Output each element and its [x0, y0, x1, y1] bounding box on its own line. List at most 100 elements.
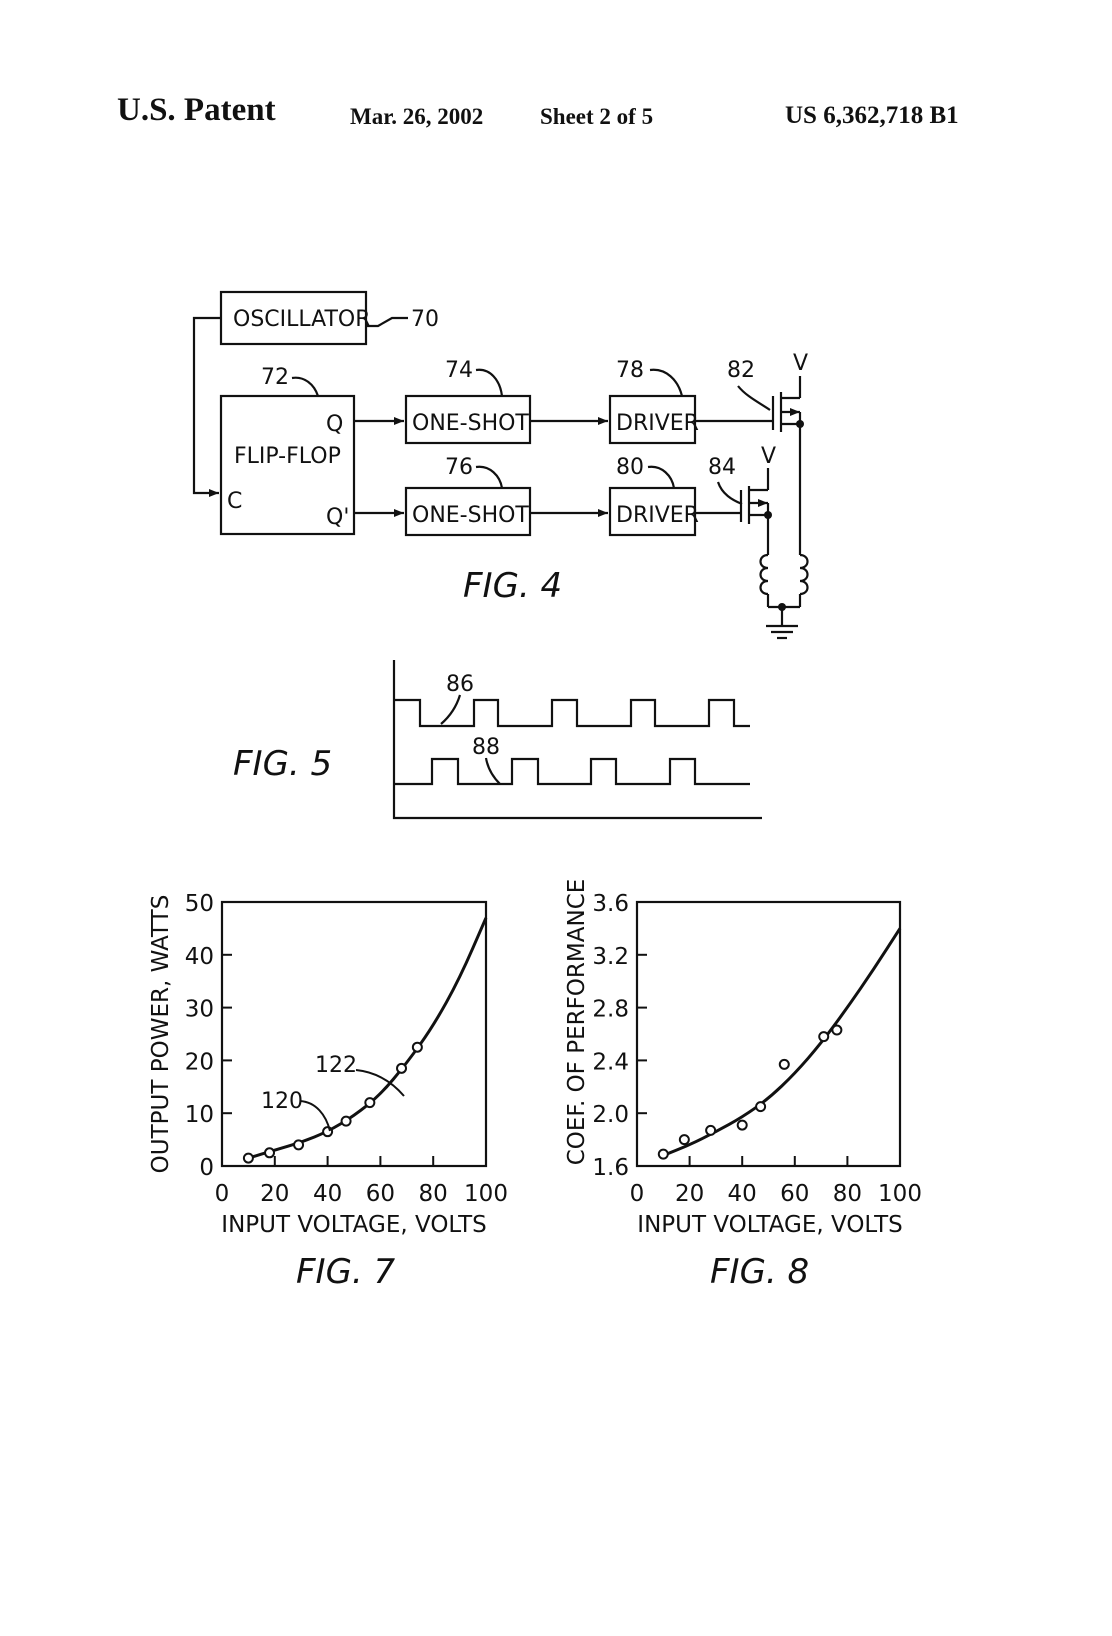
fig4-block-diagram — [192, 290, 809, 640]
fig5-caption: FIG. 5 — [233, 744, 332, 784]
fig8-data-point — [778, 1058, 790, 1070]
osc-to-clock-wire — [192, 316, 221, 497]
fig7-x-tick-label: 100 — [464, 1181, 508, 1207]
fig7-y-tick-label: 30 — [185, 997, 214, 1023]
ref120-leader — [299, 1100, 331, 1132]
fig7-x-tick-label: 60 — [366, 1181, 395, 1207]
fig7-y-tick-label: 20 — [185, 1049, 214, 1075]
mosfet-84 — [695, 468, 770, 524]
fig7-x-tick-label: 0 — [215, 1181, 230, 1207]
fig8-y-tick-label: 2.0 — [592, 1102, 629, 1128]
fet-top-ref: 82 — [727, 358, 755, 383]
mosfet-82 — [695, 376, 802, 432]
flipflop-qbar-label: Q' — [326, 505, 349, 530]
oscillator-label: OSCILLATOR — [233, 307, 371, 332]
fig7-y-tick-label: 10 — [185, 1102, 214, 1128]
driver-top-label: DRIVER — [616, 411, 699, 436]
fig7-x-tick-label: 20 — [260, 1181, 289, 1207]
ref70-leader — [366, 316, 408, 328]
fig7-point-ref: 120 — [261, 1089, 303, 1114]
v-bottom-label: V — [761, 444, 776, 469]
driver-top-ref: 78 — [616, 358, 644, 383]
flipflop-q-label: Q — [326, 412, 343, 437]
fig7-data-point — [264, 1147, 276, 1159]
fig8-ylabel: COEF. OF PERFORMANCE — [564, 879, 590, 1166]
fig8-data-point — [657, 1148, 669, 1160]
coil-left — [759, 553, 769, 596]
fig8-x-tick-label: 20 — [675, 1181, 704, 1207]
fig8-chart: 0 20 40 60 80 100 1.6 2.0 2.4 2.8 3.2 3.6 — [592, 891, 922, 1207]
oscillator-ref: 70 — [411, 307, 439, 332]
fig8-fit-curve — [662, 927, 902, 1157]
fig4-labels: OSCILLATOR 70 72 Q FLIP-FLOP C Q' 74 ONE… — [227, 307, 808, 606]
fig8-x-tick-label: 80 — [833, 1181, 862, 1207]
fig7-curve-ref: 122 — [315, 1053, 357, 1078]
ref84-leader — [716, 481, 743, 506]
oneshot-bottom-ref: 76 — [445, 455, 473, 480]
waveform-88 — [394, 757, 750, 786]
fig8-y-tick-label: 2.4 — [592, 1049, 629, 1075]
fig4-caption: FIG. 4 — [463, 566, 562, 606]
fig7-data-point — [322, 1126, 334, 1138]
flipflop-ref: 72 — [261, 365, 289, 390]
flipflop-c-label: C — [227, 489, 242, 514]
header-title: U.S. Patent — [117, 92, 276, 128]
fig8-x-tick-label: 40 — [728, 1181, 757, 1207]
fig8-data-point — [736, 1119, 748, 1131]
fig7-data-point — [242, 1152, 254, 1164]
ref80-leader — [647, 465, 676, 489]
oneshot-top-ref: 74 — [445, 358, 473, 383]
header-patent-number: US 6,362,718 B1 — [785, 102, 959, 129]
fig7-data-point — [340, 1115, 352, 1127]
ref76-leader — [475, 465, 504, 489]
fig8-y-tick-label: 2.8 — [592, 997, 629, 1023]
header-date: Mar. 26, 2002 — [350, 104, 484, 129]
fig7-data-point — [396, 1062, 408, 1074]
oneshot-top-label: ONE-SHOT — [412, 411, 529, 436]
fig7-fit-curve — [247, 917, 488, 1160]
fig8-plot-frame — [635, 900, 902, 1168]
fig8-x-tick-label: 0 — [630, 1181, 645, 1207]
flipflop-label: FLIP-FLOP — [234, 444, 341, 469]
coil-right — [799, 553, 809, 596]
fig8-x-tick-label: 100 — [878, 1181, 922, 1207]
wave1-ref: 86 — [446, 672, 474, 697]
fig8-data-point — [678, 1134, 690, 1146]
fig8-y-tick-label: 1.6 — [592, 1155, 629, 1181]
fig5-timing-diagram — [392, 660, 762, 820]
fig5-axes — [392, 660, 762, 820]
driver-bottom-label: DRIVER — [616, 503, 699, 528]
driver-bottom-ref: 80 — [616, 455, 644, 480]
fig7-x-tick-label: 40 — [313, 1181, 342, 1207]
ref82-leader — [737, 385, 771, 411]
ref72-leader — [291, 376, 320, 397]
oneshot-bottom-box — [404, 486, 532, 537]
ref122-leader — [355, 1069, 405, 1097]
waveform-86 — [394, 698, 750, 728]
fig8-x-tick-label: 60 — [780, 1181, 809, 1207]
ref78-leader — [649, 368, 684, 397]
fig4-junctions — [764, 420, 804, 611]
fig7-y-tick-label: 0 — [199, 1155, 214, 1181]
fig8-y-tick-label: 3.6 — [592, 891, 629, 917]
fig8-xlabel: INPUT VOLTAGE, VOLTS — [637, 1212, 902, 1238]
fig8-data-point — [818, 1031, 830, 1043]
fig8-y-tick-label: 3.2 — [592, 944, 629, 970]
flipflop-box — [219, 394, 356, 536]
fig7-y-tick-label: 40 — [185, 944, 214, 970]
oneshot-top-box — [404, 394, 532, 445]
oneshot-bottom-label: ONE-SHOT — [412, 503, 529, 528]
fig7-xlabel: INPUT VOLTAGE, VOLTS — [221, 1212, 486, 1238]
fig7-caption: FIG. 7 — [296, 1252, 396, 1292]
header-sheet: Sheet 2 of 5 — [540, 104, 654, 129]
fig7-x-tick-label: 80 — [419, 1181, 448, 1207]
fig8-data-point — [755, 1101, 767, 1113]
ref88-leader — [484, 757, 501, 785]
ref74-leader — [475, 368, 504, 397]
fig7-plot-frame — [220, 900, 488, 1168]
fig7-data-point — [293, 1139, 305, 1151]
driver-bottom-box — [608, 486, 697, 537]
